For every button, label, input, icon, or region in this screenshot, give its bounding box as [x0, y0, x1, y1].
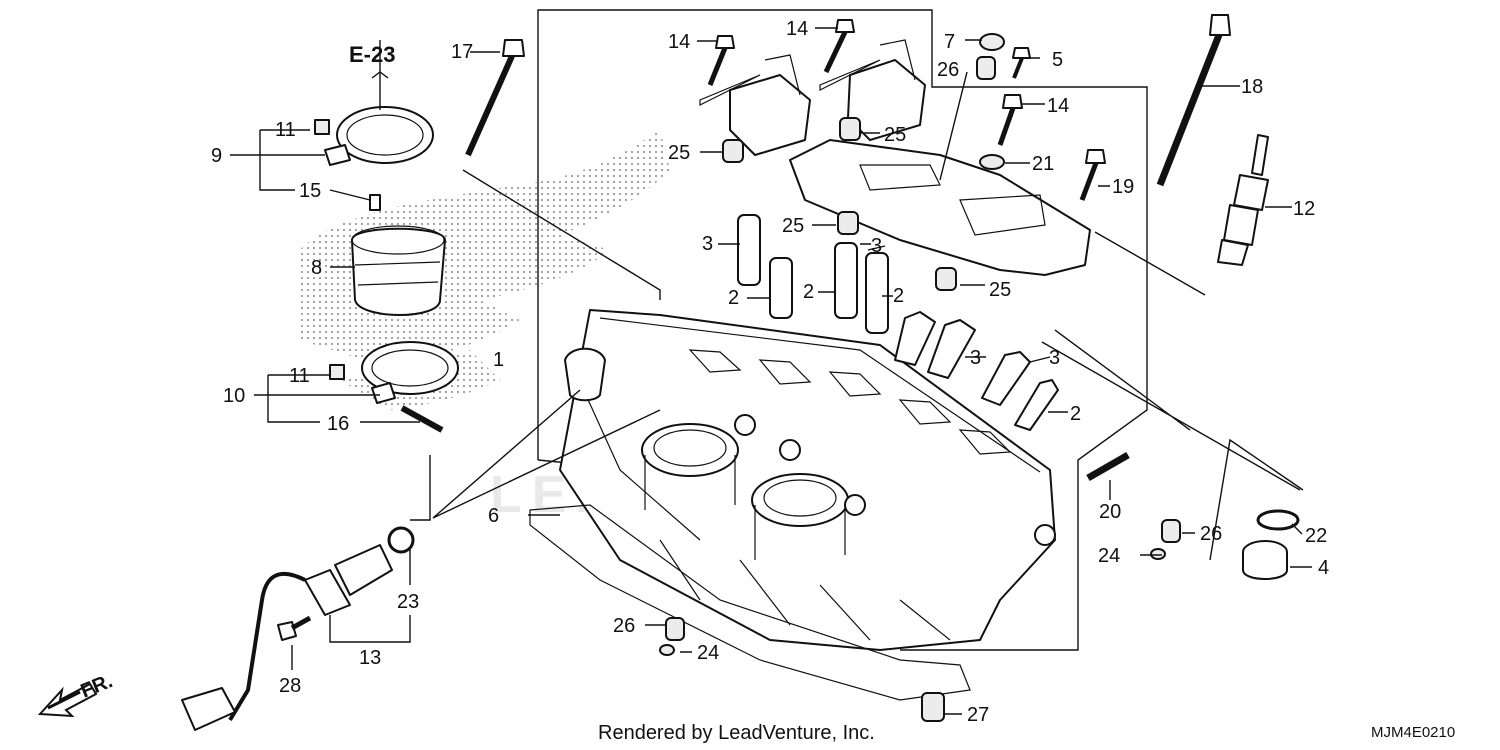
- reference-label: E-23: [349, 42, 395, 67]
- cylinder-head: [559, 309, 1056, 651]
- callout-10: 10: [223, 385, 245, 407]
- callout-4: 4: [1318, 557, 1329, 579]
- callout-2: 2: [893, 285, 904, 307]
- callout-2: 2: [803, 281, 814, 303]
- callout-12: 12: [1293, 198, 1315, 220]
- callout-25: 25: [989, 279, 1011, 301]
- callout-5: 5: [1052, 49, 1063, 71]
- callout-25: 25: [668, 142, 690, 164]
- callout-7: 7: [944, 31, 955, 53]
- leader-lines: [230, 27, 1312, 715]
- callout-16: 16: [327, 413, 349, 435]
- head-gasket: [529, 504, 971, 701]
- dowel-pins: [665, 56, 1181, 722]
- cam-sensor: [181, 526, 415, 731]
- callout-20: 20: [1099, 501, 1121, 523]
- callout-9: 9: [211, 145, 222, 167]
- callout-22: 22: [1305, 525, 1327, 547]
- callout-3: 3: [1049, 347, 1060, 369]
- spark-plug: [1217, 134, 1269, 266]
- callout-25: 25: [782, 215, 804, 237]
- callout-18: 18: [1241, 76, 1263, 98]
- callout-24: 24: [697, 642, 719, 664]
- callout-2: 2: [1070, 403, 1081, 425]
- cam-holders: [699, 39, 1091, 276]
- callout-26: 26: [937, 59, 959, 81]
- callout-27: 27: [967, 704, 989, 726]
- callout-26: 26: [613, 615, 635, 637]
- callout-14: 14: [668, 31, 690, 53]
- callout-26: 26: [1200, 523, 1222, 545]
- callout-11: 11: [289, 365, 310, 387]
- callout-14: 14: [1047, 95, 1069, 117]
- footer-credit: Rendered by LeadVenture, Inc.: [598, 722, 875, 744]
- callout-3: 3: [871, 235, 882, 257]
- front-arrow: [37, 682, 98, 718]
- callout-23: 23: [397, 591, 419, 613]
- bolts: [277, 19, 1106, 641]
- callout-3: 3: [702, 233, 713, 255]
- callout-1: 1: [493, 349, 504, 371]
- callout-28: 28: [279, 675, 301, 697]
- callout-labels: 1 2 2 2 2 3 3 3 3 4 5 6 7 8 9 10 11 11 1…: [211, 18, 1329, 726]
- callout-17: 17: [451, 41, 473, 63]
- intake-insulator: [314, 106, 459, 433]
- callout-11: 11: [275, 119, 296, 141]
- callout-24: 24: [1098, 545, 1120, 567]
- diagram-code: MJM4E0210: [1371, 724, 1455, 741]
- callout-3: 3: [970, 347, 981, 369]
- valve-guides: [737, 214, 1059, 431]
- callout-21: 21: [1032, 153, 1054, 175]
- callout-19: 19: [1112, 176, 1134, 198]
- callout-14: 14: [786, 18, 808, 40]
- callout-13: 13: [359, 647, 381, 669]
- seal-and-sleeve: [659, 509, 1300, 656]
- callout-2: 2: [728, 287, 739, 309]
- direction-label: FR.: [78, 670, 116, 702]
- callout-6: 6: [488, 505, 499, 527]
- studs: [465, 14, 1231, 482]
- callout-15: 15: [299, 180, 321, 202]
- callout-25: 25: [884, 124, 906, 146]
- callout-8: 8: [311, 257, 322, 279]
